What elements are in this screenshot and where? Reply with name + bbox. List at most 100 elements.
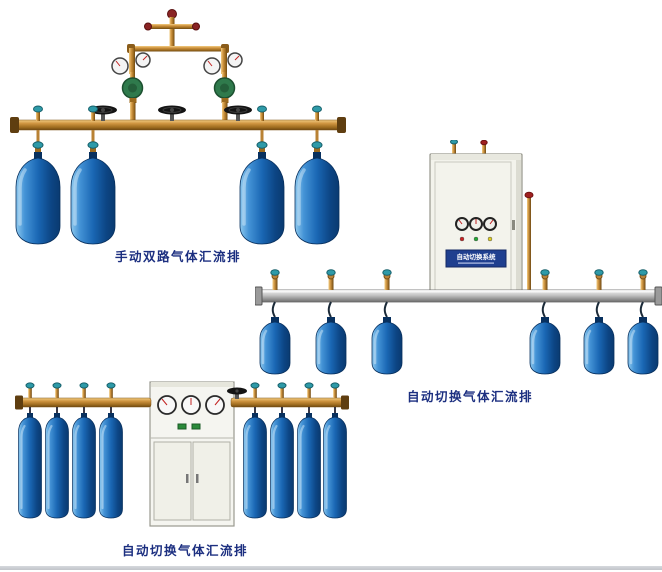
rail-end-cap	[255, 286, 263, 306]
cylinder-station	[582, 269, 616, 375]
cylinder-station	[626, 269, 660, 375]
gas-cylinder	[14, 152, 62, 246]
cylinder-station	[370, 269, 404, 375]
teal-valve-cap-icon	[638, 269, 648, 276]
teal-valve-cap-icon	[312, 105, 322, 113]
figure-auto-switch-right: 自动切换系统	[255, 140, 662, 380]
connection-hose	[541, 301, 546, 318]
cylinder-valve-icon	[87, 141, 99, 149]
panel-subtitle-line	[458, 262, 494, 264]
gas-cylinder	[69, 152, 117, 246]
left-riser	[129, 48, 135, 74]
caption-auto-switch-bottom: 自动切换气体汇流排	[121, 543, 248, 558]
red-valve-knob-icon	[480, 140, 488, 146]
cabinet-door	[153, 441, 192, 521]
auto-control-cabinet: 自动切换系统	[429, 140, 523, 301]
manifold-pipe	[15, 395, 349, 410]
handwheel-valve	[158, 105, 186, 121]
connection-hose	[271, 301, 276, 318]
teal-valve-cap-icon	[326, 269, 336, 276]
indicator-light-icon	[487, 236, 493, 242]
auto-switch-right-image: 自动切换系统	[255, 140, 662, 375]
connection-hose	[595, 301, 600, 318]
indicator-light-icon	[473, 236, 479, 242]
gas-cylinder	[322, 413, 348, 519]
handwheel-valve	[224, 105, 252, 121]
green-button-icon	[177, 423, 187, 430]
header-assembly	[127, 9, 229, 74]
connection-hose	[639, 301, 644, 318]
auto-switch-bottom-image	[15, 381, 349, 527]
connection-tube	[260, 130, 264, 146]
right-valve-knob-icon	[192, 22, 200, 31]
gas-cylinder	[98, 413, 124, 519]
cylinder-station	[69, 105, 117, 246]
cross-stub-pipe	[150, 24, 194, 29]
gas-cylinder	[17, 413, 43, 519]
gas-cylinder	[44, 413, 70, 519]
gas-cylinder	[582, 317, 616, 375]
cylinder-valve-icon	[32, 141, 44, 149]
cylinder-station	[14, 105, 62, 246]
teal-valve-cap-icon	[330, 382, 340, 389]
teal-valve-cap-icon	[270, 269, 280, 276]
teal-valve-cap-icon	[88, 105, 98, 113]
left-valve-knob-icon	[144, 22, 152, 31]
cylinder-valve-icon	[311, 141, 323, 149]
door-handle	[186, 474, 189, 483]
teal-valve-cap-icon	[25, 382, 35, 389]
gas-cylinder	[296, 413, 322, 519]
riser-pipe	[169, 17, 175, 48]
gas-cylinder	[269, 413, 295, 519]
teal-valve-cap-icon	[33, 105, 43, 113]
green-button-icon	[191, 423, 201, 430]
teal-valve-cap-icon	[594, 269, 604, 276]
cabinet-panel-label: 自动切换系统	[457, 252, 497, 261]
door-handle	[196, 474, 199, 483]
cylinder-station	[71, 382, 97, 519]
gas-cylinder	[258, 317, 292, 375]
connection-tube	[91, 130, 95, 146]
teal-valve-cap-icon	[106, 382, 116, 389]
teal-valve-cap-icon	[257, 105, 267, 113]
supply-pipe	[524, 191, 534, 294]
gas-cylinder	[370, 317, 404, 375]
figure-auto-switch-bottom	[15, 378, 350, 540]
cylinder-station	[258, 269, 292, 375]
cylinder-station	[293, 105, 341, 246]
cabinet-handle	[512, 220, 515, 230]
pipe-end-cap	[341, 395, 349, 410]
rail-end-cap	[654, 286, 662, 306]
connection-hose	[327, 301, 332, 318]
red-valve-knob-icon	[524, 191, 534, 199]
bottom-divider	[0, 566, 662, 570]
cylinder-station	[269, 382, 295, 519]
gas-cylinder	[626, 317, 660, 375]
cylinder-station	[238, 105, 286, 246]
cylinder-station	[528, 269, 562, 375]
teal-valve-cap-icon	[382, 269, 392, 276]
cylinder-station	[44, 382, 70, 519]
teal-valve-cap-icon	[277, 382, 287, 389]
gas-cylinder	[242, 413, 268, 519]
teal-valve-cap-icon	[250, 382, 260, 389]
gas-cylinder	[71, 413, 97, 519]
gauge-control-cabinet	[149, 381, 235, 527]
cylinder-station	[314, 269, 348, 375]
cylinder-station	[17, 382, 43, 519]
manifold-rail	[255, 286, 662, 306]
teal-valve-cap-icon	[450, 140, 458, 145]
manifold-pipe	[10, 117, 346, 133]
gas-cylinder	[314, 317, 348, 375]
cylinder-station	[98, 382, 124, 519]
connection-hose	[383, 301, 388, 318]
pipe-end-cap	[337, 117, 346, 133]
caption-manual-dual: 手动双路气体汇流排	[114, 249, 241, 264]
pipe-end-cap	[10, 117, 19, 133]
pressure-regulator-station	[111, 52, 151, 120]
cylinder-station	[322, 382, 348, 519]
connection-tube	[36, 130, 40, 146]
cylinder-station	[242, 382, 268, 519]
cabinet-top-pipe	[482, 144, 486, 155]
teal-valve-cap-icon	[52, 382, 62, 389]
